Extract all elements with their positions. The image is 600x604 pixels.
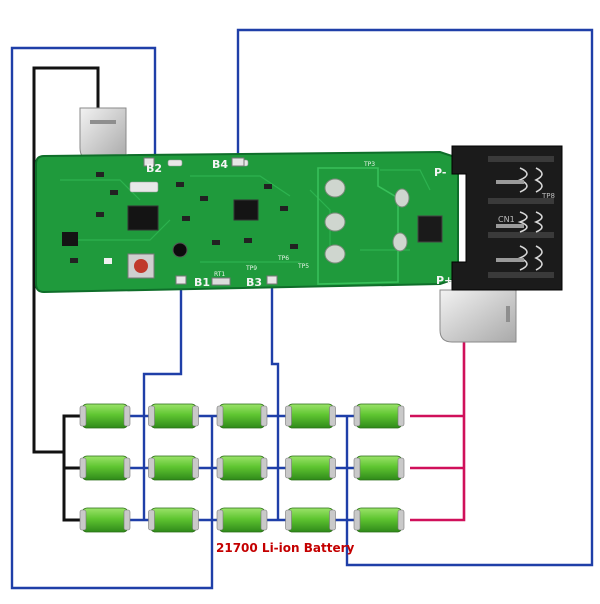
cell-terminal-left: [79, 509, 87, 531]
cell-terminal-left: [148, 509, 155, 531]
wires: [10, 28, 594, 590]
wire-black: [32, 66, 100, 454]
silk-tp8: TP8: [541, 192, 555, 200]
pad-b2: [143, 157, 155, 167]
battery-cell: [148, 403, 199, 429]
wire-red: [410, 328, 466, 522]
cell-terminal-right: [192, 405, 199, 427]
cell-body: [218, 455, 266, 481]
pad-b1: [175, 275, 187, 285]
pad-b3: [266, 275, 278, 285]
cell-terminal-right: [329, 405, 336, 427]
cell-terminal-right: [397, 509, 405, 531]
silk-tp9: TP9: [245, 265, 257, 272]
battery-cell: [79, 455, 131, 481]
pad-label-b3: B3: [246, 276, 262, 289]
mosfet: [417, 215, 443, 243]
battery-cell: [148, 455, 199, 481]
cell-terminal-left: [285, 457, 292, 479]
cell-body: [355, 403, 403, 429]
cell-body: [355, 455, 403, 481]
cell-body: [150, 507, 197, 533]
cell-terminal-left: [216, 457, 224, 479]
cell-terminal-right: [329, 457, 336, 479]
wire-b1: [142, 282, 183, 416]
cell-terminal-right: [260, 457, 268, 479]
cell-terminal-left: [79, 457, 87, 479]
battery-pack: [79, 403, 405, 533]
cell-body: [355, 507, 403, 533]
cell-body: [150, 403, 197, 429]
battery-cell: [216, 455, 268, 481]
push-button: [127, 253, 155, 279]
cell-terminal-left: [353, 405, 361, 427]
battery-caption: 21700 Li-ion Battery: [216, 541, 355, 555]
cell-terminal-right: [123, 457, 131, 479]
cell-body: [150, 455, 197, 481]
wire-b4: [236, 28, 594, 567]
cell-terminal-right: [123, 405, 131, 427]
cell-terminal-right: [192, 457, 199, 479]
cell-terminal-right: [397, 457, 405, 479]
battery-cell: [79, 507, 131, 533]
battery-cell: [285, 403, 336, 429]
silk-cn1: CN1: [498, 215, 515, 224]
cell-body: [81, 455, 129, 481]
ic-chip-3: [62, 232, 78, 246]
metal-tab-bminus: [79, 107, 127, 161]
silk-tp5: TP5: [297, 263, 309, 270]
battery-cell: [216, 403, 268, 429]
cell-terminal-right: [397, 405, 405, 427]
ic-chip-2: [233, 199, 259, 221]
pad-label-pminus: P-: [434, 166, 446, 179]
battery-cell: [353, 403, 405, 429]
cell-terminal-left: [216, 509, 224, 531]
pad-label-pplus: P+: [436, 274, 453, 287]
battery-cell: [285, 455, 336, 481]
battery-cell: [353, 455, 405, 481]
cell-terminal-left: [285, 509, 292, 531]
battery-cell: [353, 507, 405, 533]
cell-terminal-left: [148, 457, 155, 479]
cell-body: [81, 507, 129, 533]
pad-rt1: [211, 277, 231, 286]
cell-body: [81, 403, 129, 429]
metal-tab-pplus: [439, 289, 517, 343]
cell-body: [218, 403, 266, 429]
cell-body: [287, 507, 334, 533]
cell-terminal-right: [123, 509, 131, 531]
cell-terminal-left: [216, 405, 224, 427]
pad-b4: [231, 157, 245, 167]
battery-cell: [79, 403, 131, 429]
pad-label-b2: B2: [146, 162, 162, 175]
cell-terminal-right: [192, 509, 199, 531]
cell-terminal-left: [353, 509, 361, 531]
cell-terminal-right: [329, 509, 336, 531]
pcb-board: B2 B4 B1 B3 P- P+ TP3 TP5 TP6 TP9 RT1: [35, 150, 459, 294]
cell-body: [287, 455, 334, 481]
battery-cell: [285, 507, 336, 533]
pad-label-b4: B4: [212, 158, 228, 171]
battery-cell: [216, 507, 268, 533]
cell-body: [287, 403, 334, 429]
cell-terminal-left: [148, 405, 155, 427]
cell-terminal-left: [353, 457, 361, 479]
ic-chip-1: [127, 205, 159, 231]
output-connector: TP8 CN1: [451, 145, 563, 291]
cell-terminal-left: [285, 405, 292, 427]
cell-terminal-right: [260, 509, 268, 531]
pad-label-b1: B1: [194, 276, 210, 289]
cell-body: [218, 507, 266, 533]
cell-terminal-left: [79, 405, 87, 427]
cell-terminal-right: [260, 405, 268, 427]
silk-tp6: TP6: [277, 255, 289, 262]
silk-tp3: TP3: [363, 161, 375, 168]
silk-rt1: RT1: [214, 271, 225, 278]
wire-b3: [270, 282, 280, 416]
battery-cell: [148, 507, 199, 533]
